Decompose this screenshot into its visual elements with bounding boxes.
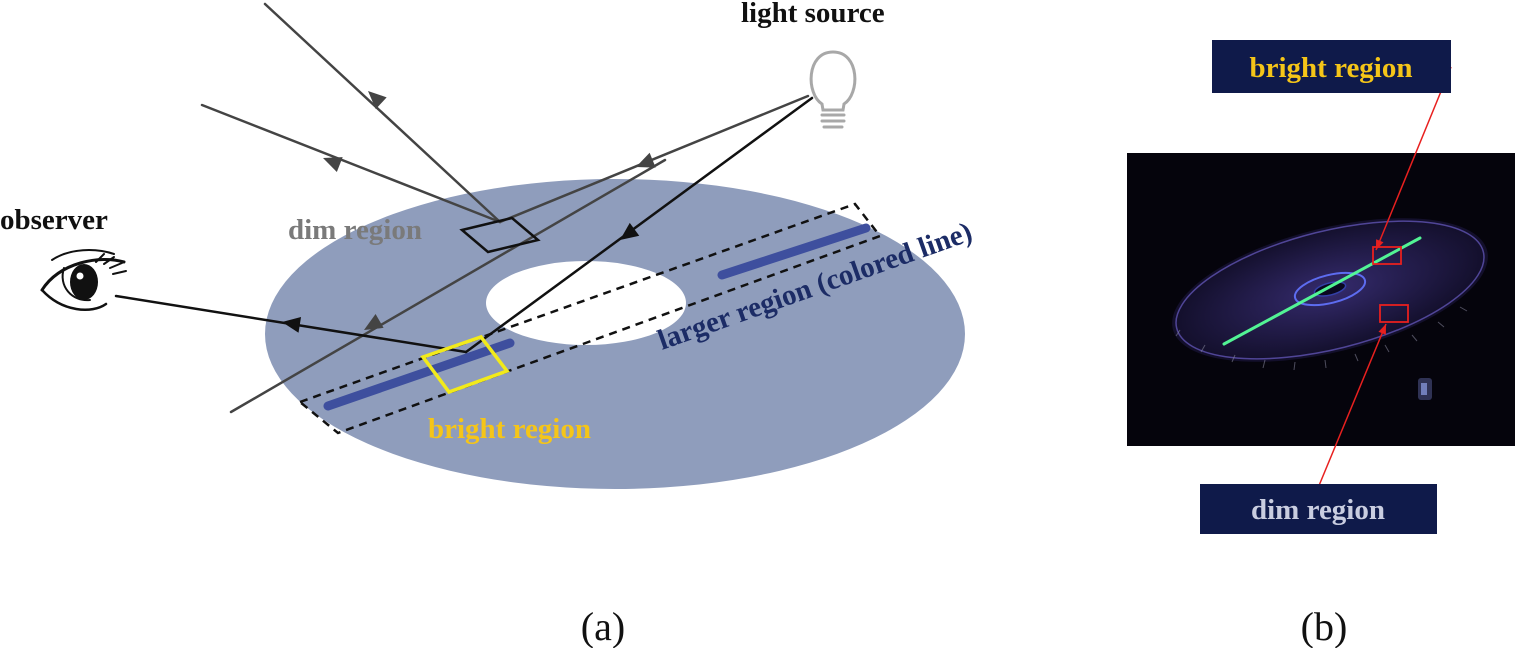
arrowhead xyxy=(1376,239,1384,250)
photo-dim-region-label: dim region xyxy=(1251,494,1385,526)
light-source-label: light source xyxy=(741,0,885,29)
photo-dim-region-marker xyxy=(1379,304,1409,323)
arrowhead xyxy=(1378,324,1386,335)
ray-long-diagonal xyxy=(229,158,667,414)
panel-b-caption: (b) xyxy=(1301,604,1348,648)
observer-label: observer xyxy=(0,204,108,236)
photo-cd-image xyxy=(1172,218,1488,400)
colored-line-right xyxy=(717,223,871,280)
eye-icon xyxy=(40,249,127,311)
ray-arrowheads xyxy=(282,91,656,333)
dim-region-marker xyxy=(459,216,541,254)
dim-region-label: dim region xyxy=(288,214,422,246)
arrowhead xyxy=(282,316,302,333)
photo-green-line xyxy=(1222,236,1422,346)
ray-upper-reflected-shallow xyxy=(200,103,502,224)
panel-a-caption: (a) xyxy=(581,604,625,648)
ray-upper-reflected-steep xyxy=(263,2,502,224)
bright-region-pointer xyxy=(1375,66,1452,251)
bright-region-label: bright region xyxy=(428,413,591,445)
dim-region-label-box xyxy=(1200,484,1437,534)
arrowhead xyxy=(636,152,656,168)
arrowhead xyxy=(368,91,387,110)
panel-a: light source observer dim region bright … xyxy=(0,0,976,648)
colored-line-left xyxy=(323,338,515,411)
light-bulb-icon xyxy=(809,50,857,129)
arrowhead xyxy=(323,157,343,173)
bright-region-marker xyxy=(420,334,510,395)
dim-region-pointer xyxy=(1317,323,1387,489)
bright-region-label-box xyxy=(1212,40,1451,93)
ray-bright-incoming xyxy=(464,96,814,354)
ray-upper-incoming xyxy=(498,94,810,224)
panel-b: bright region dim region (b) xyxy=(1127,40,1515,648)
arrowhead xyxy=(620,222,640,240)
photo-bright-region-marker xyxy=(1372,246,1402,265)
larger-region-outline xyxy=(297,202,883,435)
light-rays xyxy=(114,2,814,414)
photo-bright-region-label: bright region xyxy=(1250,52,1413,84)
arrowhead xyxy=(364,314,384,330)
